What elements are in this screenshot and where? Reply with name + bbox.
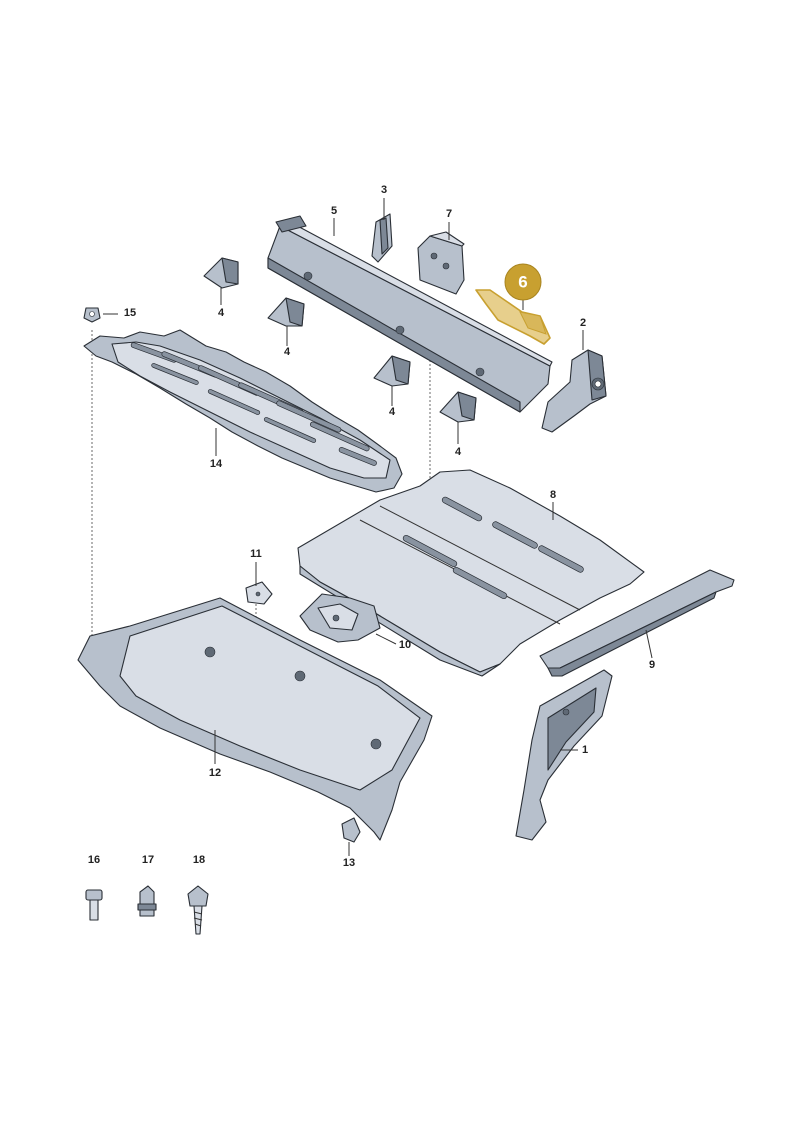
part-9-side-rail[interactable]: [539, 569, 735, 677]
part-4-bracket-c[interactable]: [373, 355, 411, 387]
part-12-lower-shield[interactable]: [77, 597, 433, 841]
part-7-mounting-bracket[interactable]: [417, 231, 465, 295]
label-14[interactable]: 14: [210, 458, 223, 470]
part-2-side-bracket[interactable]: [541, 349, 607, 433]
shield-ribs: [130, 342, 377, 466]
label-4-b[interactable]: 4: [284, 346, 291, 358]
label-7[interactable]: 7: [446, 208, 452, 220]
label-16[interactable]: 16: [88, 854, 100, 866]
part-13-clip[interactable]: [341, 817, 361, 843]
label-4-d[interactable]: 4: [455, 446, 462, 458]
label-15[interactable]: 15: [124, 307, 136, 319]
part-14-underbody-shield[interactable]: [83, 329, 403, 493]
label-1[interactable]: 1: [582, 744, 588, 756]
part-6-highlighted-bracket[interactable]: [475, 289, 551, 345]
callout-6-highlight[interactable]: 6: [504, 263, 542, 301]
part-1-vertical-bracket[interactable]: [515, 669, 613, 841]
part-11-small-plate[interactable]: [245, 581, 273, 605]
label-13[interactable]: 13: [343, 857, 355, 869]
part-4-bracket-b[interactable]: [267, 297, 305, 327]
part-16-bolt[interactable]: [85, 889, 103, 921]
leader-lines: [103, 198, 653, 856]
label-4-a[interactable]: 4: [218, 307, 225, 319]
label-9[interactable]: 9: [649, 659, 655, 671]
label-5[interactable]: 5: [331, 205, 337, 217]
part-4-bracket-a[interactable]: [203, 257, 239, 289]
part-17-stud-nut[interactable]: [137, 885, 157, 917]
label-10[interactable]: 10: [399, 639, 411, 651]
label-3[interactable]: 3: [381, 184, 387, 196]
part-labels: 3 5 7 2 4 4 4 4 15 14 8 11 10 9 1 12 13 …: [88, 184, 655, 869]
part-10-bracket[interactable]: [299, 593, 381, 643]
label-8[interactable]: 8: [550, 489, 556, 501]
part-15-nut[interactable]: [83, 307, 101, 323]
label-4-c[interactable]: 4: [389, 406, 396, 418]
part-18-screw[interactable]: [187, 885, 209, 935]
label-11[interactable]: 11: [250, 548, 262, 560]
label-2[interactable]: 2: [580, 317, 586, 329]
label-12[interactable]: 12: [209, 767, 221, 779]
part-8-floor-panel[interactable]: [297, 469, 645, 677]
part-3-bracket[interactable]: [371, 213, 393, 263]
label-17[interactable]: 17: [142, 854, 154, 866]
callout-6-label: 6: [518, 272, 527, 291]
part-4-bracket-d[interactable]: [439, 391, 477, 423]
label-18[interactable]: 18: [193, 854, 205, 866]
part-5-cross-member[interactable]: [267, 215, 553, 413]
